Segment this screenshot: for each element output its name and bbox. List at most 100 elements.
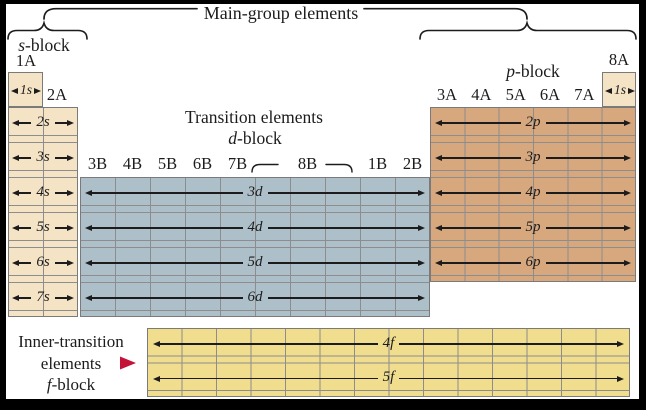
arrowhead-left-icon (12, 260, 19, 266)
arrow-line (54, 297, 67, 299)
arrowhead-right-icon (67, 225, 74, 231)
arrowhead-right-icon (628, 87, 636, 94)
arrowhead-left-icon (85, 225, 92, 231)
arrow-line (19, 297, 32, 299)
arrowhead-left-icon (12, 120, 19, 126)
group-label-4B: 4B (122, 154, 143, 173)
d-block-symbol: d (228, 128, 238, 148)
d-block-suffix: -block (237, 128, 282, 148)
arrow-line (267, 262, 418, 264)
orbital-label: 6s (36, 253, 50, 270)
arrow-line (54, 227, 67, 229)
arrowhead-left-icon (85, 190, 92, 196)
arrowhead-right-icon (624, 155, 631, 161)
arrowhead-right-icon (624, 260, 631, 266)
arrow-line (54, 122, 67, 124)
transition-elements-label: Transition elements (185, 107, 323, 127)
orbital-label: 4p (525, 183, 541, 200)
p-block-suffix: -block (515, 61, 560, 81)
arrowhead-left-icon (11, 87, 18, 94)
group-label-1B: 1B (367, 154, 388, 173)
arrowhead-right-icon (67, 120, 74, 126)
arrow-line (442, 157, 521, 159)
arrow-line (545, 192, 624, 194)
arrow-line (19, 122, 32, 124)
s-block-label: s-block (2, 35, 86, 56)
arrowhead-left-icon (12, 190, 19, 196)
orbital-label: 3s (36, 148, 50, 165)
arrowhead-right-icon (67, 190, 74, 196)
orbital-label: 5s (36, 218, 50, 235)
d-block-label: d-block (205, 128, 305, 149)
arrowhead-right-icon (624, 190, 631, 196)
orbital-label: 1s (20, 81, 33, 97)
orbital-label: 6p (525, 253, 541, 270)
orbital-arrow-2s: 2s (12, 113, 74, 130)
orbital-arrow-3p: 3p (435, 149, 631, 165)
arrow-line (160, 343, 378, 345)
arrowhead-right-icon (418, 225, 425, 231)
orbital-arrow-3d: 3d (85, 183, 425, 200)
s-block-1s-cell-left: 1s (8, 72, 43, 107)
s-block-suffix: -block (25, 35, 70, 55)
arrowhead-right-icon (418, 260, 425, 266)
arrow-line (54, 157, 67, 159)
arrow-line (92, 227, 243, 229)
arrowhead-left-icon (435, 260, 442, 266)
arrowhead-right-icon (67, 295, 74, 301)
arrow-line (399, 343, 618, 345)
orbital-label: 3d (247, 183, 263, 200)
group-label-6B: 6B (192, 154, 213, 173)
arrowhead-left-icon (85, 260, 92, 266)
arrow-line (267, 297, 418, 299)
p-block-symbol: p (506, 61, 516, 81)
main-group-rule-right (363, 7, 528, 20)
orbital-label: 2s (36, 113, 50, 130)
arrow-line (54, 262, 67, 264)
arrow-line (19, 192, 32, 194)
arrow-line (19, 157, 32, 159)
arrow-line (54, 192, 67, 194)
arrow-line (545, 157, 624, 159)
orbital-arrow-6d: 6d (85, 288, 425, 305)
arrowhead-right-icon (418, 190, 425, 196)
arrow-line (267, 192, 418, 194)
inner-transition-line1: Inner-transition (18, 332, 124, 351)
arrowhead-left-icon (153, 375, 160, 382)
group-label-2B: 2B (402, 154, 423, 173)
orbital-label: 5p (525, 218, 541, 235)
group-label-8A: 8A (608, 50, 630, 69)
f-block-suffix: -block (51, 375, 96, 394)
arrow-line (92, 192, 243, 194)
group-label-3A: 3A (436, 85, 458, 104)
orbital-label: 7s (36, 288, 50, 305)
arrowhead-left-icon (435, 155, 442, 161)
arrow-line (545, 262, 624, 264)
arrow-line (442, 122, 521, 124)
arrow-line (92, 262, 243, 264)
orbital-label: 4s (36, 183, 50, 200)
arrowhead-left-icon (435, 120, 442, 126)
orbital-label: 6d (247, 288, 263, 305)
orbital-label: 1s (614, 81, 627, 97)
inner-transition-pointer-icon (120, 356, 136, 370)
arrowhead-right-icon (624, 120, 631, 126)
arrowhead-right-icon (617, 341, 625, 347)
group-label-6A: 6A (539, 85, 561, 104)
arrow-line (545, 122, 624, 124)
orbital-label: 5f (382, 369, 395, 385)
inner-transition-caption: Inner-transition elements f-block (8, 331, 134, 396)
group-label-5A: 5A (505, 85, 526, 104)
orbital-arrow-1s: 1s (605, 81, 636, 97)
main-group-rule-left (43, 7, 198, 20)
arrow-line (399, 377, 618, 380)
arrowhead-left-icon (435, 225, 442, 231)
arrow-line (442, 192, 521, 194)
arrow-line (92, 297, 243, 299)
orbital-label: 4d (247, 218, 263, 235)
orbital-arrow-4p: 4p (435, 183, 631, 200)
s-block-1s-cell-right: 1s (602, 72, 636, 107)
